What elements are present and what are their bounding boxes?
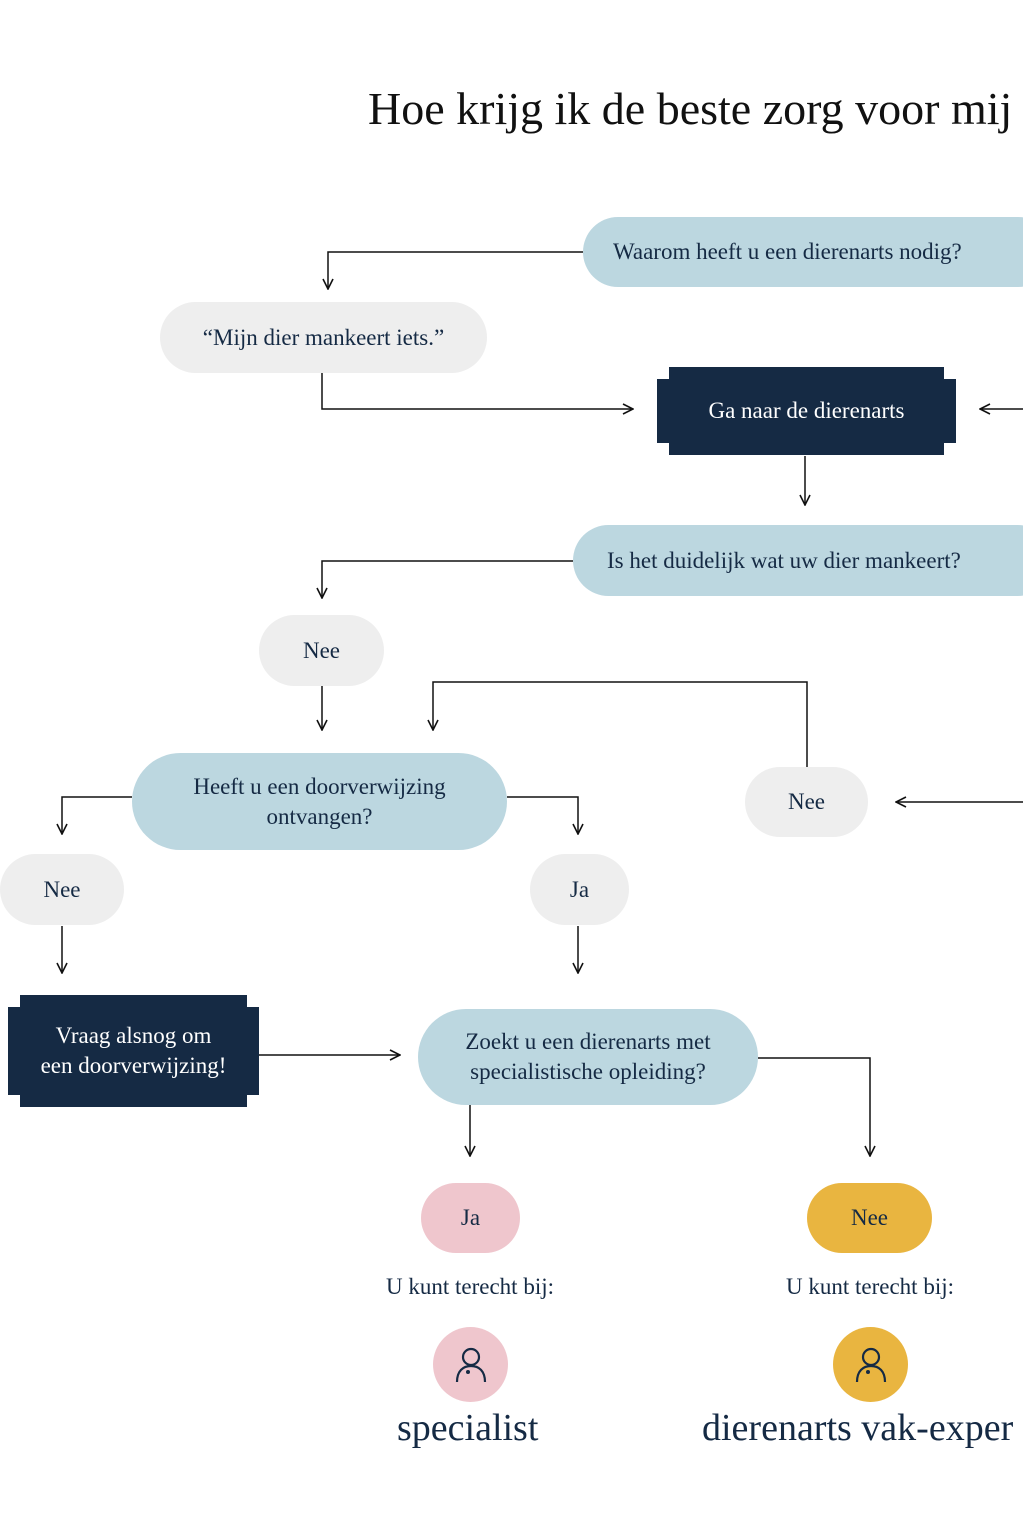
outcome-specialist-name: specialist <box>397 1407 539 1449</box>
question-specialist-line1: Zoekt u een dierenarts met <box>465 1029 711 1055</box>
question-specialist-line2: specialistische opleiding? <box>470 1059 706 1084</box>
action-ask-referral: Vraag alsnog om een doorverwijzing! <box>8 995 259 1107</box>
connector-right-nee-to-referral <box>433 681 808 767</box>
answer-nee-specialist: Nee <box>807 1183 932 1253</box>
action-ask-referral-line1: Vraag alsnog om <box>55 1022 212 1048</box>
connector-specialist-q-to-nee <box>758 1057 870 1156</box>
question-referral-line1: Heeft u een doorverwijzing <box>193 773 446 799</box>
answer-ja-specialist: Ja <box>421 1183 520 1253</box>
outcome-vet-expert-prefix: U kunt terecht bij: <box>786 1274 954 1299</box>
answer-nee-unclear: Nee <box>259 615 384 686</box>
question-is-it-clear: Is het duidelijk wat uw dier mankeert? <box>573 525 1023 596</box>
person-icon <box>455 1347 486 1382</box>
action-go-to-vet: Ga naar de dierenarts <box>657 367 956 455</box>
outcome-specialist-prefix: U kunt terecht bij: <box>386 1274 554 1299</box>
person-icon <box>855 1347 886 1382</box>
connector-referral-to-ja <box>507 796 578 834</box>
answer-animal-sick: “Mijn dier mankeert iets.” <box>160 302 487 373</box>
question-specialist: Zoekt u een dierenarts met specialistisc… <box>418 1009 758 1105</box>
answer-nee-right: Nee <box>745 767 868 837</box>
answer-ja-referral: Ja <box>530 854 629 925</box>
connector-sick-to-vet <box>321 373 633 409</box>
outcome-vet-expert-name: dierenarts vak-exper <box>702 1407 1014 1449</box>
action-ask-referral-line2: een doorverwijzing! <box>40 1053 227 1078</box>
outcome-specialist-avatar <box>433 1327 508 1402</box>
question-referral-line2: ontvangen? <box>266 803 373 829</box>
connector-referral-to-nee <box>62 796 132 834</box>
connector-clear-to-nee <box>322 560 573 598</box>
outcome-vet-expert-avatar <box>833 1327 908 1402</box>
question-referral: Heeft u een doorverwijzing ontvangen? <box>132 753 507 850</box>
page-title: Hoe krijg ik de beste zorg voor mij <box>368 83 1013 134</box>
answer-nee-no-referral: Nee <box>0 854 124 925</box>
question-why-vet: Waarom heeft u een dierenarts nodig? <box>583 217 1023 287</box>
connector-why-to-sick <box>328 251 583 289</box>
